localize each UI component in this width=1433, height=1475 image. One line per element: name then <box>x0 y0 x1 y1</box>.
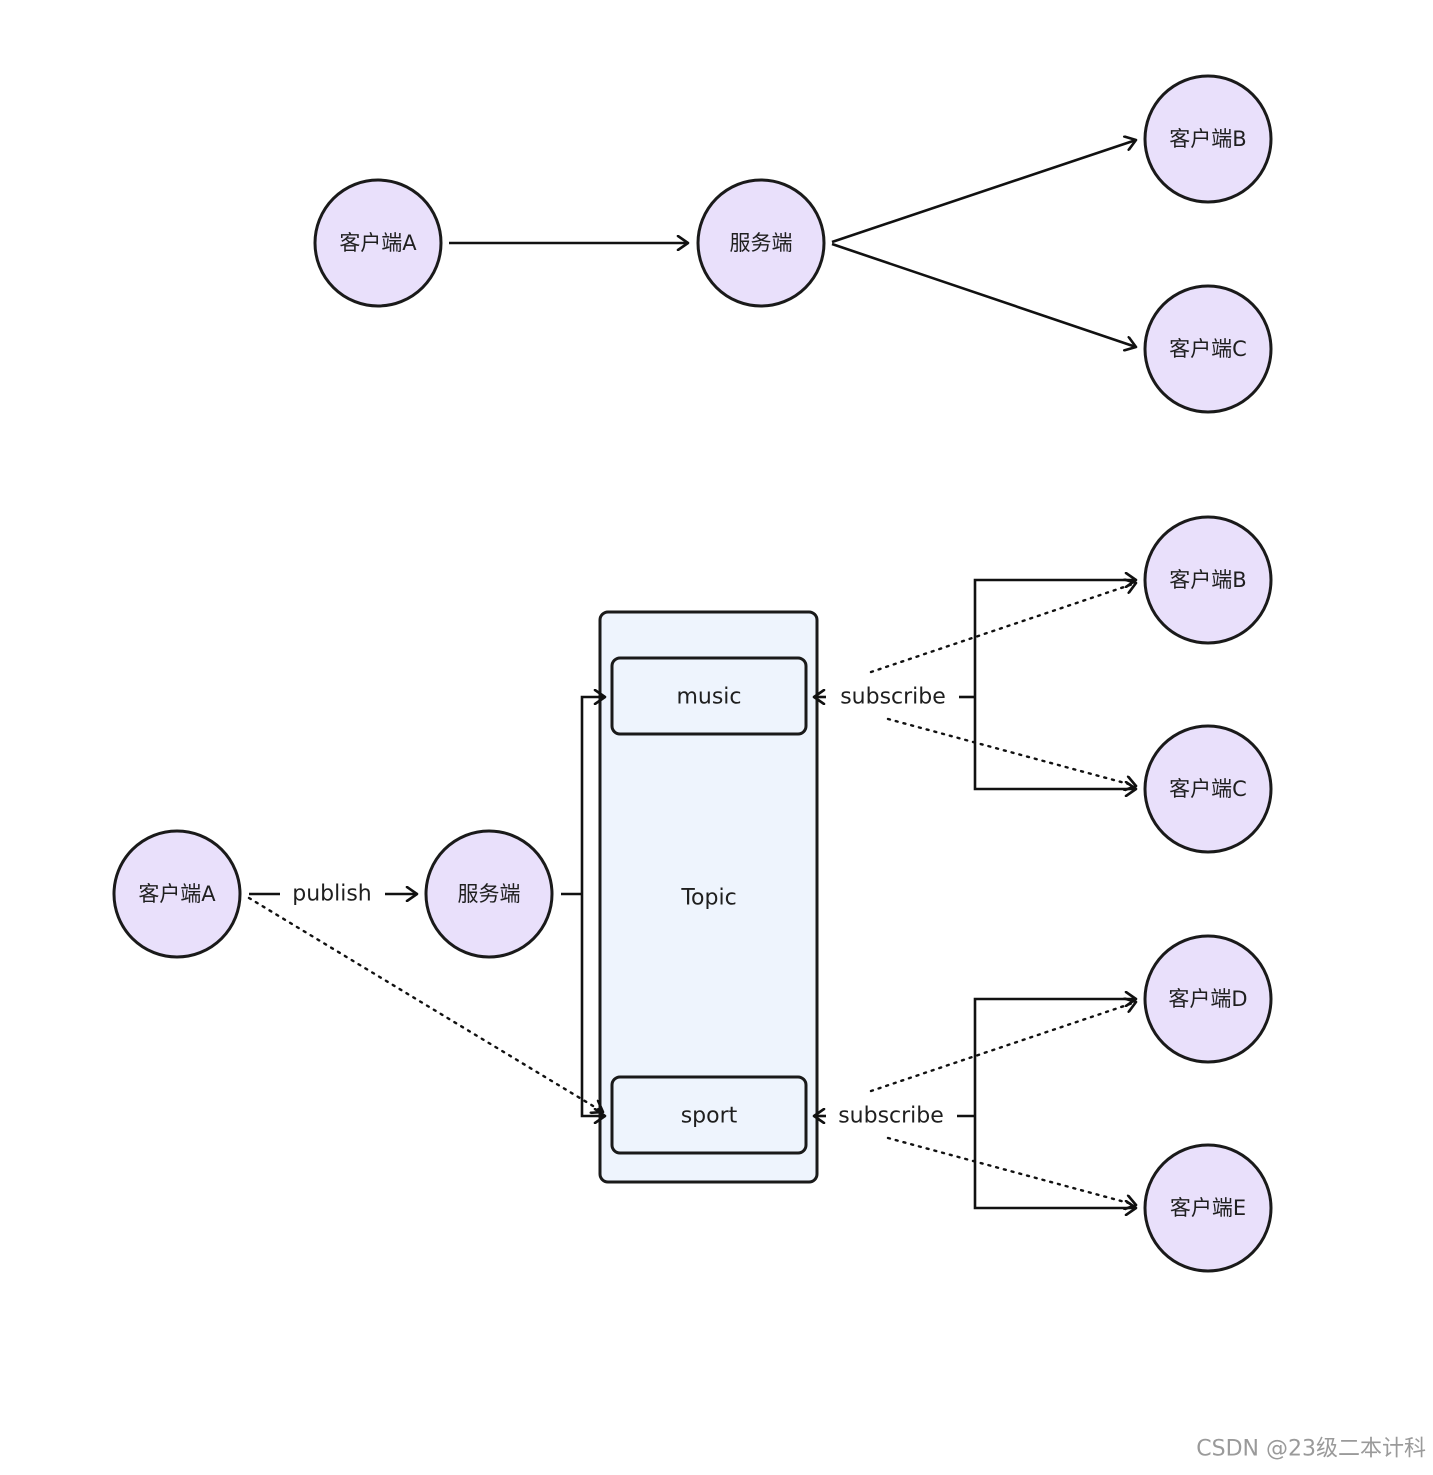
node-label: 客户端A <box>339 231 417 255</box>
subscribe-sport-label: subscribe <box>838 1104 944 1129</box>
node-client-e: 客户端E <box>1143 1143 1273 1273</box>
dotted-music-to-client-b <box>869 583 1136 674</box>
node-server: 服务端 <box>696 178 826 308</box>
node-client-c: 客户端C <box>1143 724 1273 854</box>
music-to-client-c-edge <box>973 697 1136 789</box>
server-to-sport-edge <box>580 894 605 1116</box>
node-client-c: 客户端C <box>1143 284 1273 414</box>
node-label: 客户端C <box>1169 777 1247 801</box>
publish-label: publish <box>292 882 372 907</box>
node-label: 服务端 <box>458 882 521 906</box>
node-label: 客户端C <box>1169 337 1247 361</box>
music-topic-box <box>610 656 808 736</box>
sport-to-client-e-edge <box>973 1116 1136 1208</box>
music-to-client-b-edge <box>973 580 1136 697</box>
node-client-b: 客户端B <box>1143 74 1273 204</box>
dotted-client-a-to-sport <box>247 896 603 1112</box>
node-label: 客户端B <box>1169 568 1246 592</box>
bottom-diagram: Topic music sport publish subscribe subs… <box>112 515 1273 1273</box>
sport-topic-label: sport <box>681 1104 738 1129</box>
edge-server-to-client-b <box>831 140 1136 244</box>
edge-server-to-client-c <box>831 242 1136 347</box>
node-client-b: 客户端B <box>1143 515 1273 645</box>
music-topic-label: music <box>676 685 741 710</box>
topic-label: Topic <box>680 886 736 911</box>
dotted-sport-to-client-e <box>886 1136 1136 1205</box>
dotted-music-to-client-c <box>886 717 1136 786</box>
subscribe-music-label: subscribe <box>840 685 946 710</box>
node-label: 客户端E <box>1170 1196 1246 1220</box>
node-label: 客户端B <box>1169 127 1246 151</box>
node-label: 服务端 <box>730 231 793 255</box>
node-label: 客户端A <box>138 882 216 906</box>
node-server: 服务端 <box>424 829 554 959</box>
sport-topic-box <box>610 1075 808 1155</box>
watermark: CSDN @23级二本计科 <box>1196 1437 1426 1462</box>
server-to-music-edge <box>580 697 605 894</box>
topic-container <box>598 610 819 1184</box>
node-client-a: 客户端A <box>112 829 242 959</box>
node-client-d: 客户端D <box>1143 934 1273 1064</box>
dotted-sport-to-client-d <box>869 1002 1136 1093</box>
sport-to-client-d-edge <box>973 999 1136 1116</box>
node-label: 客户端D <box>1168 987 1247 1011</box>
top-diagram: 客户端A 服务端 客户端B 客户端C <box>313 74 1273 414</box>
node-client-a: 客户端A <box>313 178 443 308</box>
